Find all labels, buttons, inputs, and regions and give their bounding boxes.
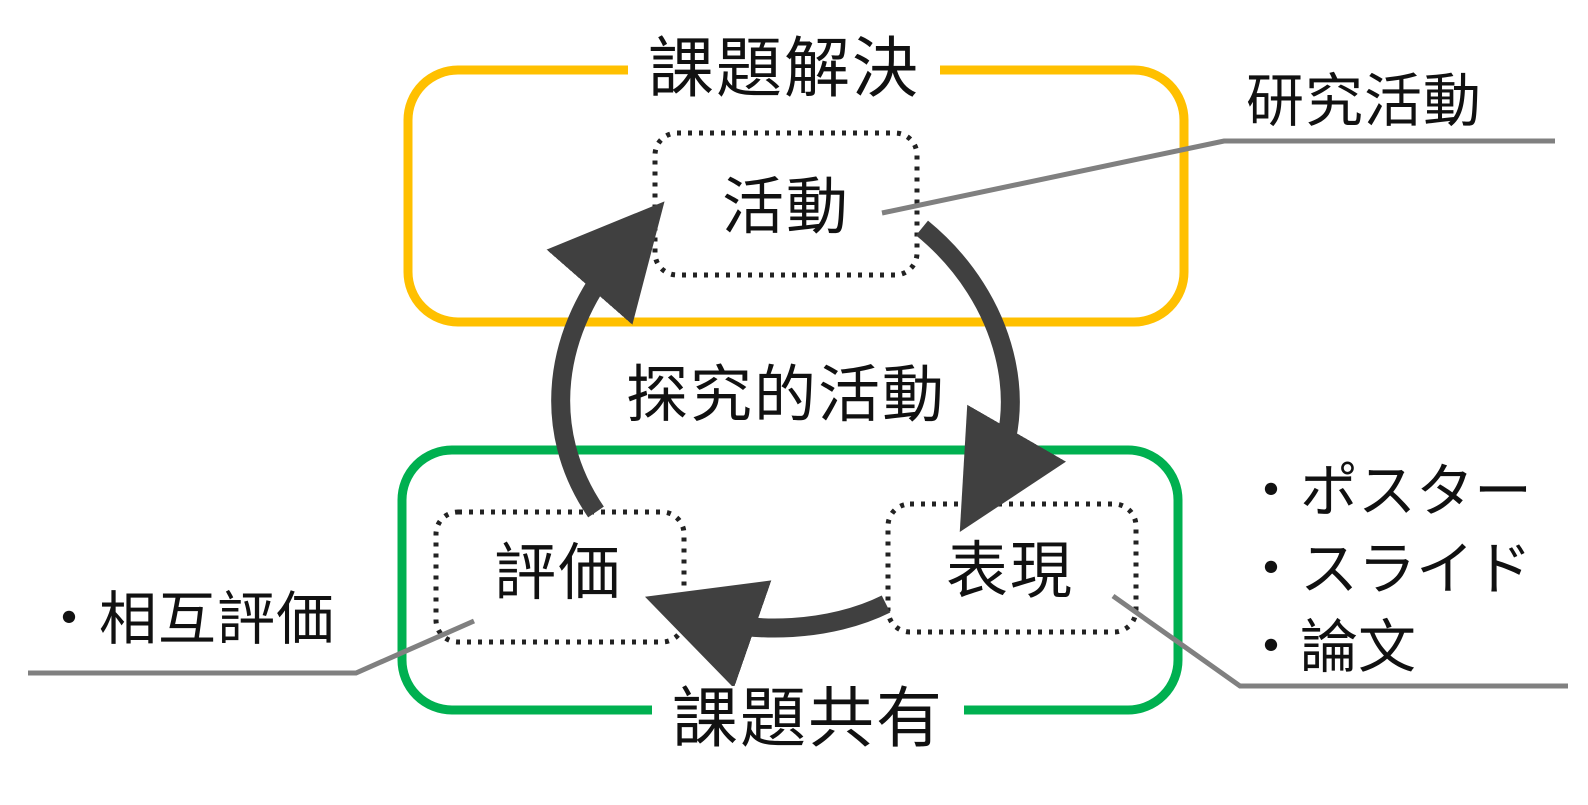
evaluation-callout: ・相互評価	[40, 585, 336, 653]
expression-list-item: ・論文	[1242, 613, 1417, 681]
arrow-expression-to-evaluation	[644, 580, 891, 689]
expression-list-item: ・ポスター	[1242, 457, 1533, 525]
leader-line-evaluation	[28, 618, 476, 676]
expression-list-item: ・スライド	[1242, 535, 1533, 603]
evaluation-node-label: 評価	[494, 536, 623, 609]
research-callout: 研究活動	[1246, 67, 1483, 135]
leader-line-research	[881, 138, 1555, 216]
bottom-group-title: 課題共有	[652, 686, 964, 752]
evaluation-node-box	[433, 509, 687, 645]
expression-node-label: 表現	[946, 534, 1075, 607]
arrow-activity-to-expression	[915, 220, 1067, 533]
leader-line-expression	[1111, 593, 1568, 689]
activity-node-label: 活動	[722, 170, 851, 243]
arrow-evaluation-to-activity	[546, 201, 665, 518]
expression-callout-list: ・ポスター ・スライド ・論文	[1242, 452, 1532, 686]
activity-node-box	[652, 130, 920, 278]
center-label: 探究的活動	[626, 358, 947, 431]
top-group-title: 課題解決	[628, 36, 940, 102]
